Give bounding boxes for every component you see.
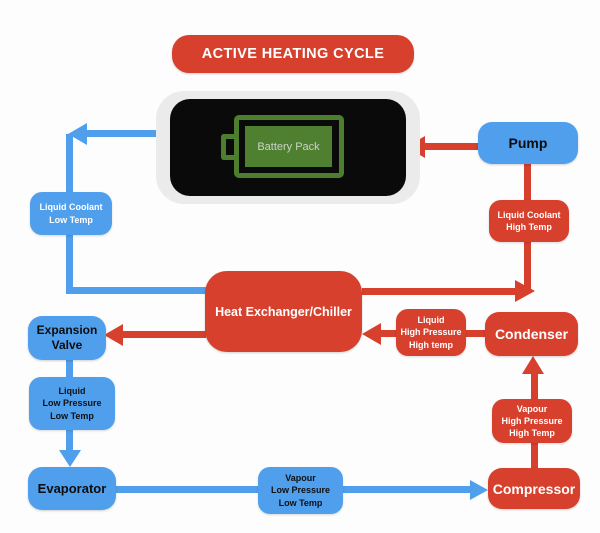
label-line: Low Temp: [49, 214, 93, 225]
label-vapour-low-pressure: Vapour Low Pressure Low Temp: [258, 467, 343, 514]
label-line: Liquid: [417, 315, 445, 326]
expansion-valve-label: Expansion Valve: [36, 323, 98, 352]
node-pump: Pump: [478, 122, 578, 164]
arrow-into-condenser-icon: [522, 356, 544, 374]
label-line: High Pressure: [400, 327, 462, 338]
label-line: Vapour: [516, 403, 548, 414]
node-condenser: Condenser: [485, 312, 578, 356]
battery-charge-icon: Battery Pack: [245, 126, 332, 167]
compressor-label: Compressor: [492, 480, 576, 497]
pump-to-battery-line: [424, 143, 478, 150]
label-line: Vapour: [285, 473, 316, 484]
diagram-title: ACTIVE HEATING CYCLE: [172, 35, 414, 73]
pump-label: Pump: [508, 135, 548, 151]
node-expansion-valve: Expansion Valve: [28, 316, 106, 360]
battery-pack-label: Battery Pack: [257, 140, 320, 153]
label-line: Liquid: [58, 386, 86, 397]
label-line: High temp: [409, 339, 453, 350]
label-vapour-high-pressure: Vapour High Pressure High Temp: [492, 399, 572, 443]
battery-outline-icon: [234, 115, 344, 178]
label-line: High Pressure: [501, 415, 563, 426]
label-liquid-high-pressure: Liquid High Pressure High temp: [396, 309, 466, 356]
condenser-label: Condenser: [494, 326, 569, 342]
diagram-title-text: ACTIVE HEATING CYCLE: [201, 46, 385, 62]
battery-terminal-icon: [221, 134, 236, 160]
label-line: High Temp: [509, 428, 555, 439]
label-liquid-coolant-low-temp: Liquid Coolant Low Temp: [30, 192, 112, 235]
evaporator-label: Evaporator: [37, 481, 107, 496]
label-line: Low Temp: [278, 497, 323, 508]
label-line: Liquid Coolant: [39, 202, 103, 213]
label-liquid-coolant-high-temp: Liquid Coolant High Temp: [489, 200, 569, 242]
node-evaporator: Evaporator: [28, 467, 116, 510]
arrow-into-evaporator-icon: [59, 450, 81, 467]
arrow-into-expansion-valve-icon: [104, 324, 123, 346]
arrow-into-compressor-icon: [470, 480, 488, 500]
label-line: High Temp: [506, 222, 552, 232]
node-compressor: Compressor: [488, 468, 580, 509]
exchanger-to-valve-line: [122, 331, 206, 338]
label-line: Low Pressure: [42, 398, 102, 409]
coolant-return-to-exchanger-line: [66, 287, 206, 294]
label-line: Liquid Coolant: [497, 209, 561, 220]
label-liquid-low-pressure: Liquid Low Pressure Low Temp: [29, 377, 115, 430]
arrow-into-exchanger-icon: [362, 323, 381, 345]
battery-out-line: [86, 130, 156, 137]
exchanger-to-junction-line: [362, 288, 515, 295]
heat-exchanger-label: Heat Exchanger/Chiller: [215, 304, 352, 319]
node-heat-exchanger: Heat Exchanger/Chiller: [205, 271, 362, 352]
label-line: Low Pressure: [270, 485, 331, 496]
label-line: Low Temp: [50, 410, 94, 421]
coolant-return-arrow-icon: [68, 123, 87, 145]
junction-arrow-icon: [515, 280, 535, 302]
